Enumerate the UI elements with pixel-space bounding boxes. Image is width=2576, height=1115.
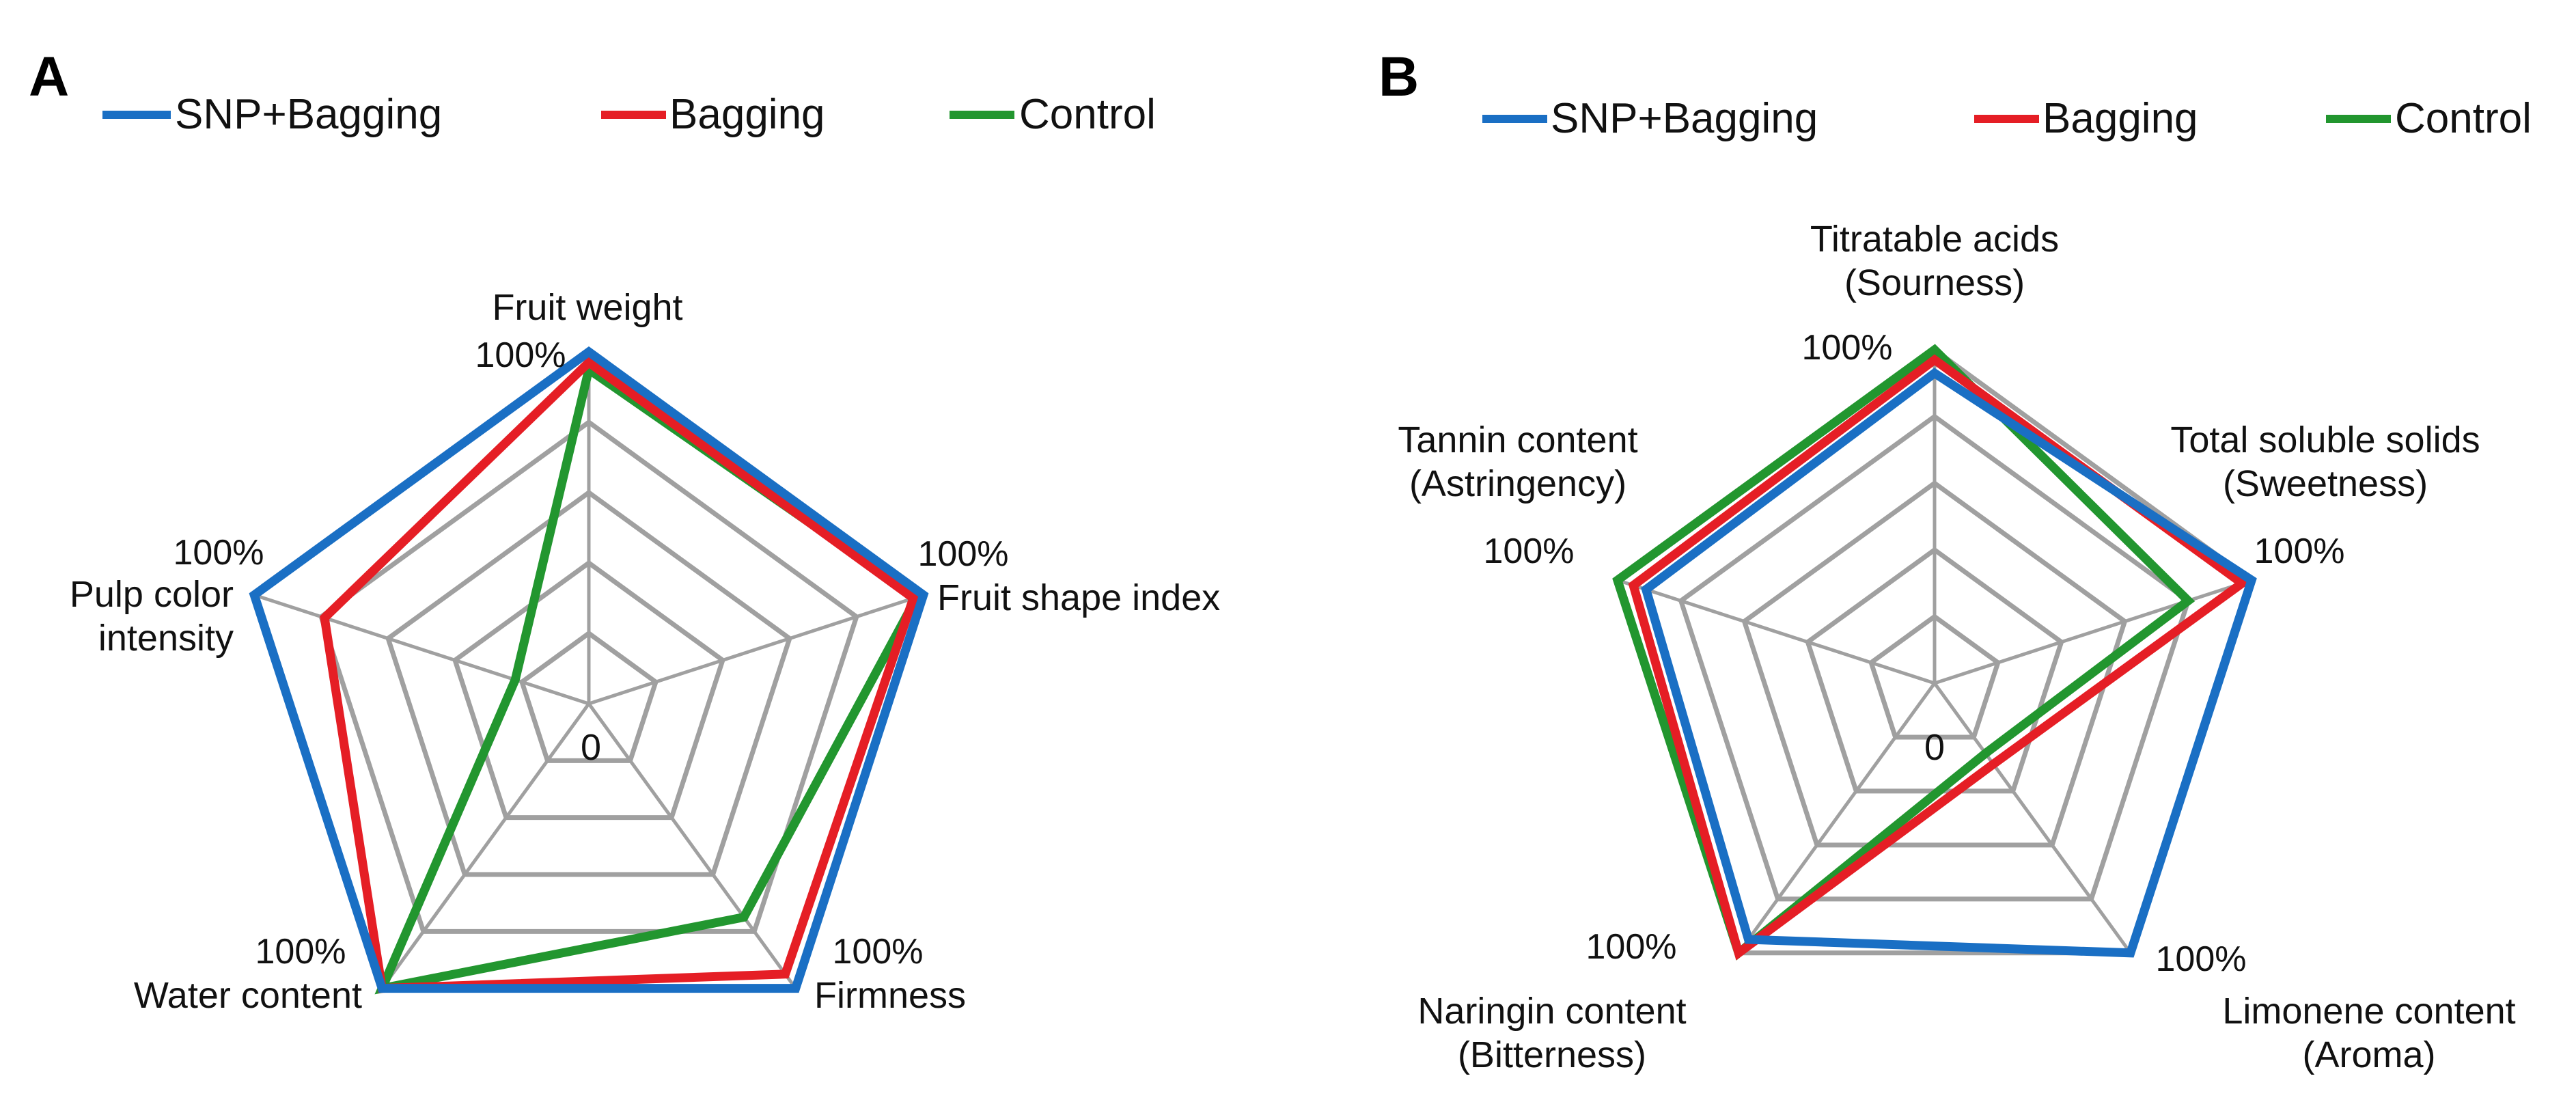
axis-max-label: 100% [255,932,346,972]
grid-spoke [1933,682,2132,954]
series-polygon-snp-bagging [1641,368,2257,958]
grid-spoke [380,702,591,990]
legend-entry: Bagging [2042,95,2198,142]
axis-label: Naringin content [1417,991,1686,1032]
axis-label: (Bitterness) [1458,1034,1646,1075]
panel-label: B [1379,46,1419,108]
radar-panel-a: A SNP+Bagging Bagging Control 0 Fruit weight 1… [29,46,1220,1016]
grid-ring [452,560,726,821]
axis-label: Total soluble solids [2170,419,2480,460]
grid-spoke [587,702,797,990]
axis-max-label: 100% [2156,939,2247,979]
grid-spoke [588,593,924,706]
axis-label: intensity [98,618,234,659]
axis-label: Limonene content [2222,991,2515,1032]
axis-label: (Sweetness) [2223,463,2428,504]
grid-ring [385,489,792,877]
axis-label: Tannin content [1398,419,1637,460]
axis-label: (Aroma) [2302,1034,2435,1075]
axis-label: Firmness [814,975,966,1016]
axis-label: Titratable acids [1810,219,2059,260]
axis-max-label: 100% [1484,532,1575,571]
grid-ring [1868,614,2001,740]
series-polygon-bagging [320,356,919,993]
grid-spoke [253,593,590,706]
grid-spoke [1617,578,1935,685]
grid-ring [1678,413,2191,902]
axis-label: Pulp color [70,574,234,615]
grid-ring [518,630,659,763]
axis-label: (Astringency) [1409,463,1626,504]
series-polygon-control [1612,344,2196,961]
axis-max-label: 100% [2254,532,2345,571]
axis-max-label: 100% [475,335,566,375]
legend-entry: Control [2395,95,2532,142]
center-zero-label: 0 [1924,727,1945,768]
axis-max-label: 100% [1802,328,1893,368]
series-polygon-bagging [1628,354,2250,961]
grid-ring [1741,480,2128,848]
legend-entry: SNP+Bagging [1551,95,1818,142]
radar-panel-b: B SNP+Bagging Bagging Control 0 Titratable ac… [1379,46,2532,1075]
series-polygon-snp-bagging [249,346,929,993]
legend-entry: Control [1019,91,1156,138]
axis-label: Fruit shape index [937,577,1220,618]
grid-spoke [1934,578,2252,685]
axis-max-label: 100% [174,533,264,573]
grid-ring [318,419,859,934]
axis-max-label: 100% [918,534,1009,574]
axis-label: Fruit weight [492,287,682,328]
axis-label: (Sourness) [1844,262,2025,303]
legend-entry: Bagging [669,91,825,138]
legend-entry: SNP+Bagging [175,91,442,138]
grid-spoke [1737,682,1937,954]
axis-max-label: 100% [1586,927,1677,967]
center-zero-label: 0 [581,727,601,768]
panel-label: A [29,46,69,108]
axis-max-label: 100% [833,932,924,972]
axis-label: Water content [134,975,362,1016]
